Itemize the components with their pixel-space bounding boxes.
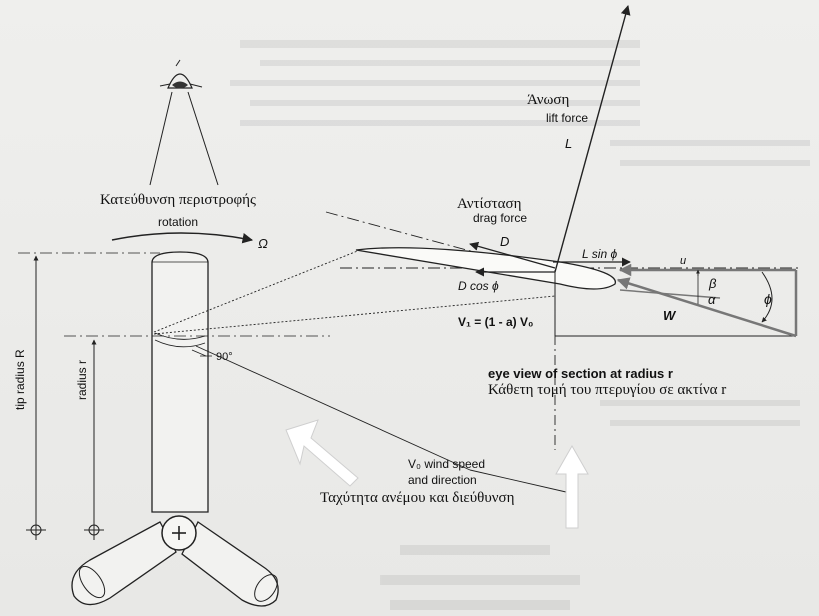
rotation-label-english: rotation [158, 215, 198, 229]
phi-label: ϕ [764, 291, 772, 307]
angle-90-label: 90° [216, 351, 233, 363]
eye-view-caption-greek: Κάθετη τομή του πτερυγίου σε ακτίνα r [488, 382, 726, 398]
wind-direction-line [195, 345, 471, 471]
wind-direction-label: and direction [408, 473, 477, 487]
w-relative-vector [616, 277, 797, 338]
radius-r-label: radius r [75, 360, 89, 400]
radius-r-dimension [64, 335, 330, 540]
tip-radius-dimension [18, 252, 160, 540]
alpha-label: α [708, 292, 716, 307]
lift-label-english: lift force [546, 111, 588, 125]
projection-line-top [153, 249, 361, 333]
lift-label-greek: Άνωση [527, 92, 569, 108]
drag-label-greek: Αντίσταση [457, 196, 522, 212]
rotor-blade [151, 251, 209, 513]
drag-label-english: drag force [473, 211, 527, 225]
w-label: W [663, 308, 677, 323]
lower-blades [71, 521, 279, 607]
lift-symbol: L [565, 136, 572, 151]
chord-extension [619, 289, 721, 299]
dcos-label: D cos ϕ [458, 279, 499, 293]
v1-equation: V₁ = (1 - a) V₀ [458, 315, 533, 329]
sight-line-left [149, 91, 173, 186]
lift-force-arrow [554, 5, 631, 273]
eye-icon [159, 59, 203, 89]
drag-force-arrow [469, 241, 556, 269]
eye-view-caption-english: eye view of section at radius r [488, 366, 673, 381]
wind-caption-greek: Ταχύτητα ανέμου και διεύθυνση [320, 490, 515, 506]
wind-label-leader [469, 469, 567, 493]
rotation-label-greek: Κατεύθυνση περιστροφής [100, 192, 256, 208]
background-texture [230, 40, 810, 610]
drag-symbol: D [500, 234, 509, 249]
rotation-arrow [111, 232, 254, 244]
omega-symbol: Ω [258, 236, 268, 251]
phi-arc [761, 271, 773, 323]
beta-label: β [708, 276, 717, 291]
airfoil-section [355, 247, 616, 290]
wind-arrow-vertical [555, 444, 589, 529]
tip-radius-label: tip radius R [13, 349, 27, 410]
u-label: u [680, 255, 686, 267]
wind-speed-label: V₀ wind speed [408, 457, 485, 471]
lsin-label: L sin ϕ [582, 247, 617, 261]
wind-arrow-icon [285, 419, 359, 487]
projection-line-bottom [153, 295, 556, 335]
sight-line-right [187, 91, 219, 186]
hub-plus-icon [161, 515, 197, 551]
